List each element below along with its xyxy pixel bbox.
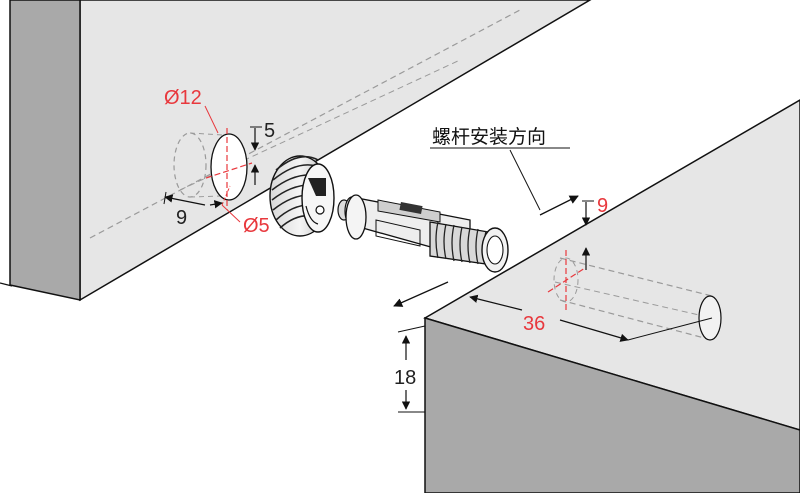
dimension-thickness-18: 18	[394, 325, 426, 413]
upper-panel-side-face	[9, 0, 81, 301]
upper-panel-top-face	[79, 0, 592, 302]
dimension-offset-9-right: 9	[581, 195, 608, 270]
cam-hole-face	[210, 133, 248, 201]
lower-hidden-bore-line	[559, 257, 713, 297]
install-direction-caption: 螺杆安装方向	[432, 126, 546, 148]
dimension-distance-36: 36	[469, 294, 713, 342]
dimension-depth-5: 5	[250, 120, 275, 185]
lower-panel	[423, 99, 800, 493]
dimension-dia-12-label: Ø12	[164, 87, 202, 109]
dimension-distance-36-label: 36	[523, 313, 545, 335]
cam-lock-housing-icon	[269, 155, 335, 237]
dimension-dia-5: Ø5	[221, 185, 270, 237]
connecting-bolt-icon	[337, 194, 509, 273]
dimension-dia-12: Ø12	[164, 87, 219, 134]
dimension-depth-5-label: 5	[264, 120, 275, 142]
dimension-thickness-18-label: 18	[394, 367, 416, 389]
dowel-hole-end	[698, 295, 722, 341]
install-direction-arrow-forward	[539, 195, 579, 216]
dimension-offset-9-left: 9	[163, 191, 223, 229]
upper-hidden-bore-line	[89, 9, 521, 239]
dimension-offset-9-right-label: 9	[597, 195, 608, 217]
dimension-offset-9-left-label: 9	[176, 207, 187, 229]
upper-panel	[0, 0, 592, 302]
install-direction-leader	[509, 149, 541, 211]
install-direction-arrow-back	[393, 281, 449, 307]
dimension-dia-5-label: Ø5	[243, 215, 270, 237]
lower-panel-front-face	[424, 316, 800, 493]
